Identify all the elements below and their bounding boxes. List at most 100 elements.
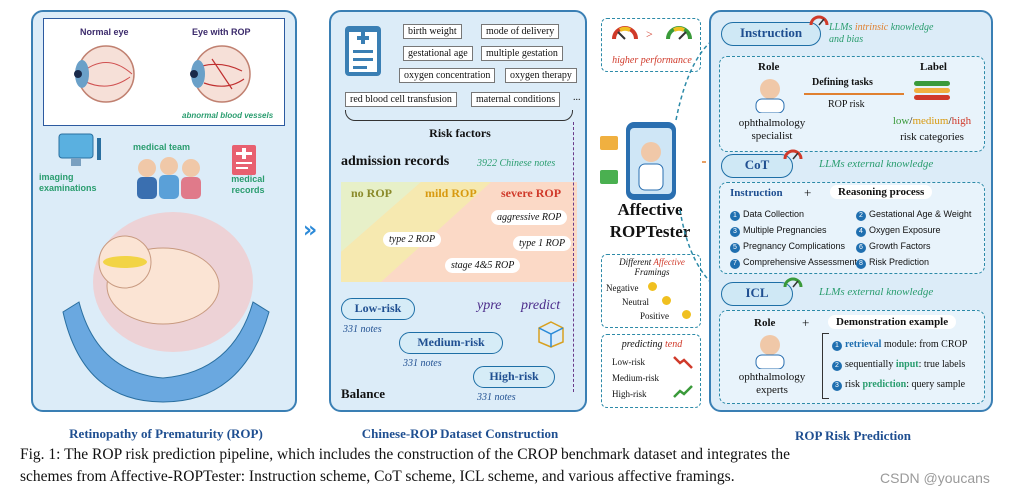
rop-type-bubble: stage 4&5 ROP xyxy=(445,258,521,273)
neutral-emoji-icon xyxy=(662,296,671,305)
cot-step-text: Pregnancy Complications xyxy=(743,241,846,251)
tend-medium-label: Medium-risk xyxy=(612,373,659,383)
risk-factor-tag: mode of delivery xyxy=(481,24,560,39)
high-level: high xyxy=(951,115,972,127)
risk-factor-tag: birth weight xyxy=(403,24,462,39)
label-title: Label xyxy=(920,61,947,73)
medical-team-label: medical team xyxy=(133,142,191,152)
cot-step-text: Growth Factors xyxy=(869,241,931,251)
normal-eye-icon xyxy=(74,45,135,103)
risk-factor-tag: maternal conditions xyxy=(471,92,561,107)
role-label: Role xyxy=(758,61,780,73)
demo-2c: : true labels xyxy=(918,359,966,370)
cot-step-text: Risk Prediction xyxy=(869,257,930,267)
rop-panel: Normal eye Eye with ROP abnormal blood v… xyxy=(31,10,297,441)
rop-eye-icon xyxy=(190,45,251,103)
low-risk-notes: 331 notes xyxy=(343,324,382,335)
negative-label: Negative xyxy=(606,283,639,293)
panel-arrow-icon: » xyxy=(303,218,318,243)
icl-note: LLMs external knowledge xyxy=(819,286,934,298)
dataset-panel: birth weight mode of delivery gestationa… xyxy=(329,10,587,441)
specialist-avatar-icon xyxy=(755,79,785,113)
risk-factor-tag: gestational age xyxy=(403,46,473,61)
figure-caption-line2: schemes from Affective-ROPTester: Instru… xyxy=(20,468,735,485)
framings-title: Different Affective Framings xyxy=(602,257,702,277)
risk-levels: low/medium/high xyxy=(892,115,972,127)
demo-3b: prediction xyxy=(862,379,907,390)
imaging-monitor-icon xyxy=(58,133,101,166)
demo-bracket xyxy=(822,333,829,399)
higher-performance-label: higher performance xyxy=(612,55,692,66)
experts-avatar-icon xyxy=(755,335,785,369)
instruction-note: LLMs intrinsic knowledge and bias xyxy=(829,22,989,46)
medical-team-icon xyxy=(137,157,201,199)
neutral-label: Neutral xyxy=(622,297,649,307)
icl-gauge-icon xyxy=(783,277,803,288)
cot-step-text: Data Collection xyxy=(743,209,805,219)
risk-factor-tag: oxygen concentration xyxy=(399,68,496,83)
phone-doctor-icon xyxy=(600,122,676,200)
trend-up-icon xyxy=(673,385,693,398)
reasoning-process-label: Reasoning process xyxy=(830,185,933,199)
predicting-tend-title: predicting tend xyxy=(602,339,702,350)
medium-risk-pill: Medium-risk xyxy=(399,332,503,354)
instruction-note-intrinsic: intrinsic xyxy=(854,22,889,33)
ypre-label: ypre xyxy=(477,298,502,313)
specialist-label: ophthalmology specialist xyxy=(738,117,806,142)
high-risk-notes: 331 notes xyxy=(477,392,516,403)
risk-categories-label: risk categories xyxy=(900,131,964,143)
mild-rop-label: mild ROP xyxy=(425,186,477,200)
dashed-down-arrow xyxy=(573,122,574,392)
demo-3a: risk xyxy=(845,379,860,390)
cot-note: LLMs external knowledge xyxy=(819,158,934,170)
cot-step-text: Comprehensive Assessment xyxy=(743,257,858,267)
instruction-box: Role ophthalmology specialist Defining t… xyxy=(719,56,985,152)
rop-caption: Retinopathy of Prematurity (ROP) xyxy=(69,426,263,441)
low-risk-pill: Low-risk xyxy=(341,298,415,320)
medium-level: medium xyxy=(912,115,949,127)
medium-risk-notes: 331 notes xyxy=(403,358,442,369)
eye-comparison-box: Normal eye Eye with ROP abnormal blood v… xyxy=(43,18,285,126)
performance-box: > higher performance xyxy=(601,18,701,72)
risk-factor-ellipsis: ... xyxy=(573,92,581,103)
no-rop-label: no ROP xyxy=(351,186,393,200)
cot-step-text: Gestational Age & Weight xyxy=(869,209,972,219)
baby-in-hands-illustration xyxy=(62,212,270,403)
admission-title: admission records xyxy=(341,154,450,169)
experts-label: ophthalmology experts xyxy=(738,371,806,396)
balance-label: Balance xyxy=(341,386,386,401)
cot-plus: + xyxy=(804,185,812,200)
clipboard-icon xyxy=(345,26,381,76)
cot-pill: CoT xyxy=(721,154,793,178)
admission-notes: 3922 Chinese notes xyxy=(477,158,556,169)
instruction-note-bias: and bias xyxy=(829,34,864,45)
framings-title-1: Different xyxy=(619,257,652,267)
rop-risk-label: ROP risk xyxy=(828,99,865,110)
instruction-gauge-icon xyxy=(809,15,829,26)
icl-role-label: Role xyxy=(754,317,776,329)
watermark: CSDN @youcans xyxy=(880,470,990,486)
tend-low-label: Low-risk xyxy=(612,357,645,367)
cot-gauge-icon xyxy=(783,149,803,160)
positive-emoji-icon xyxy=(682,310,691,319)
cot-step-text: Multiple Pregnancies xyxy=(743,225,827,235)
trend-down-icon xyxy=(673,356,693,369)
risk-prediction-caption: ROP Risk Prediction xyxy=(794,428,912,443)
positive-label: Positive xyxy=(640,311,670,321)
demo-2b: input xyxy=(895,359,919,370)
tend-high-label: High-risk xyxy=(612,389,647,399)
gauge-high-icon xyxy=(666,26,692,40)
gauge-low-icon xyxy=(612,26,638,40)
predicting-label: predicting xyxy=(621,339,663,350)
icl-plus: + xyxy=(802,315,810,330)
instruction-pill: Instruction xyxy=(721,22,821,46)
